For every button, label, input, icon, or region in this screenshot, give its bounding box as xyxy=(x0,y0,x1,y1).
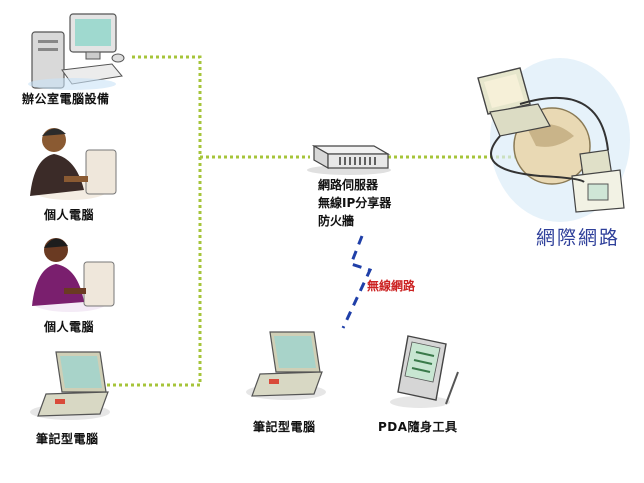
notebook-wireless-icon xyxy=(246,331,326,400)
person-pc-icon-1 xyxy=(30,128,117,200)
notebook-wireless-label: 筆記型電腦 xyxy=(253,420,316,434)
office-pc-icon xyxy=(28,13,125,90)
server-label-firewall: 防火牆 xyxy=(318,214,355,228)
wireless-label: 無線網路 xyxy=(367,279,416,293)
office-pc-label: 辦公室電腦設備 xyxy=(22,92,110,106)
person-pc-icon-2 xyxy=(32,238,115,312)
personal-pc-label-2: 個人電腦 xyxy=(44,320,95,334)
notebook-wired-label: 筆記型電腦 xyxy=(36,432,99,446)
server-label-stack: 網路伺服器 無線IP分享器 防火牆 xyxy=(318,176,391,230)
server-label-web: 網路伺服器 xyxy=(318,178,379,192)
wireless-link xyxy=(341,235,373,329)
office-pc-link xyxy=(102,55,202,387)
pda-icon xyxy=(390,335,459,408)
pda-label: PDA隨身工具 xyxy=(378,420,458,434)
internet-label: 網際網路 xyxy=(536,227,621,249)
personal-pc-label-1: 個人電腦 xyxy=(44,208,95,222)
router-icon xyxy=(307,144,391,175)
notebook-wired-icon xyxy=(30,351,110,420)
internet-icon xyxy=(477,58,630,222)
server-label-router: 無線IP分享器 xyxy=(318,196,392,210)
